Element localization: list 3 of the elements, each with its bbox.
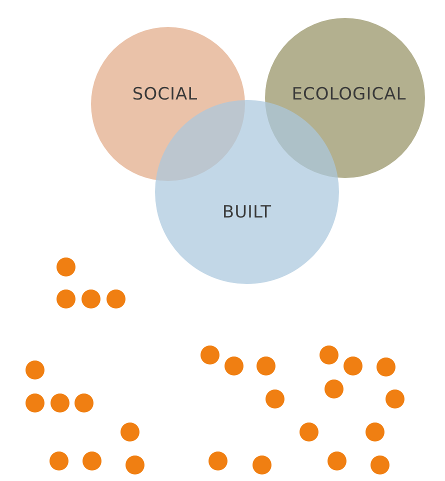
circle-label: BUILT bbox=[222, 204, 272, 222]
circle-label: ECOLOGICAL bbox=[292, 86, 406, 104]
circle-label: SOCIAL bbox=[132, 86, 198, 104]
